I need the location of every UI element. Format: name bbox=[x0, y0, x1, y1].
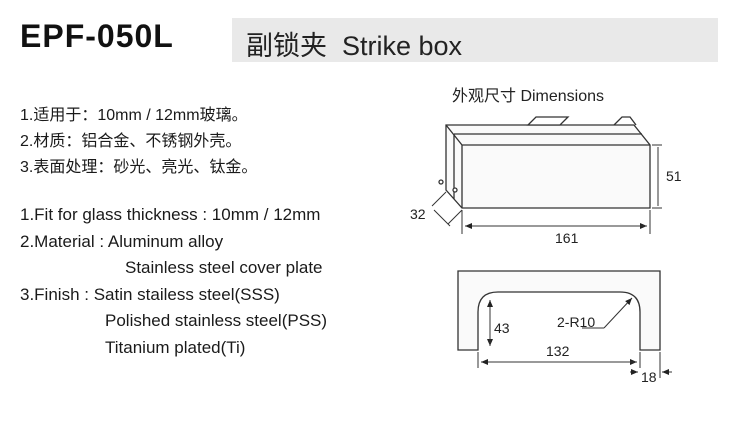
product-title: 副锁夹 Strike box bbox=[246, 31, 463, 61]
dimensions-title: 外观尺寸 Dimensions bbox=[452, 88, 605, 105]
width-label: 161 bbox=[555, 230, 579, 246]
inner-height-label: 43 bbox=[494, 320, 510, 336]
strike-box-3d-view bbox=[438, 116, 651, 209]
radius-label: 2-R10 bbox=[557, 314, 595, 330]
spec-cn-line: 3.表面处理：砂光、亮光、钛金。 bbox=[20, 159, 258, 176]
spec-finish-cont: Polished stainless steel(PSS) bbox=[105, 311, 328, 330]
specs-english: 1.Fit for glass thickness : 10mm / 12mm … bbox=[20, 202, 420, 361]
specs-chinese: 1.适用于：10mm / 12mm玻璃。 2.材质：铝合金、不锈钢外壳。 3.表… bbox=[20, 103, 257, 181]
strike-box-front-view bbox=[457, 270, 661, 351]
spec-finish-cont: Titanium plated(Ti) bbox=[105, 337, 246, 357]
depth-dimension bbox=[431, 191, 463, 227]
spec-cn-line: 2.材质：铝合金、不锈钢外壳。 bbox=[20, 133, 242, 150]
title-bar: 副锁夹 Strike box bbox=[232, 18, 718, 62]
side-width-dimension bbox=[630, 352, 672, 378]
spec-fit: 1.Fit for glass thickness : 10mm / 12mm bbox=[20, 205, 321, 224]
side-width-label: 18 bbox=[641, 369, 657, 385]
depth-label: 32 bbox=[410, 206, 426, 222]
height-label: 51 bbox=[666, 168, 682, 184]
radius-leader bbox=[582, 297, 633, 329]
inner-width-label: 132 bbox=[546, 343, 570, 359]
model-code: EPF-050L bbox=[20, 18, 174, 54]
spec-material: 2.Material : Aluminum alloy bbox=[20, 231, 224, 251]
height-dimension bbox=[652, 144, 662, 209]
width-dimension bbox=[461, 210, 651, 234]
spec-cn-line: 1.适用于：10mm / 12mm玻璃。 bbox=[20, 107, 248, 124]
inner-width-dimension bbox=[477, 352, 641, 368]
spec-finish: 3.Finish : Satin stailess steel(SSS) bbox=[20, 284, 280, 304]
spec-material-cont: Stainless steel cover plate bbox=[125, 258, 323, 277]
